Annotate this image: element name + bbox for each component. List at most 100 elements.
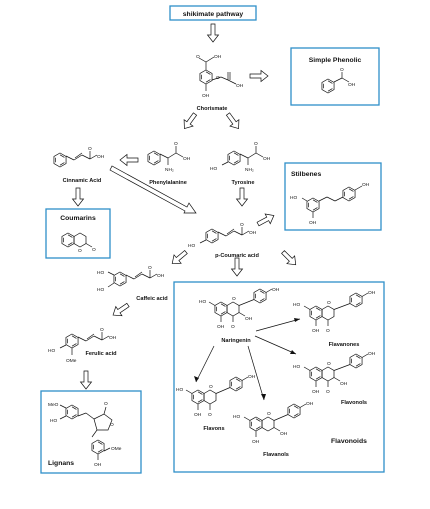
flavanols-atom-oh1: OH	[252, 439, 260, 445]
flavanols-label: Flavanols	[263, 452, 289, 458]
tyrosine-structure	[221, 146, 264, 166]
lignan-atom-ome: OMe	[111, 446, 122, 452]
caffeic-atom-oh: OH	[157, 273, 165, 279]
flavanols-atom-oh3: OH	[306, 401, 314, 407]
phenylalanine-label: Phenylalanine	[149, 180, 187, 186]
hollow-arrow-icon	[207, 23, 219, 43]
flavons-atom-oh1: OH	[194, 412, 202, 418]
long-hollow-arrow	[109, 165, 197, 214]
stilbenes-title: Stilbenes	[291, 171, 321, 178]
flavonols-atom-o1: O	[327, 361, 331, 367]
hollow-arrow-icon	[80, 370, 92, 390]
ferulic-atom-ho: HO	[48, 348, 55, 354]
caffeic-atom-o: O	[148, 265, 152, 271]
naringenin-atom-o1: O	[232, 296, 236, 302]
lignans-frame	[40, 390, 142, 474]
pca-atom-oh: OH	[249, 230, 257, 236]
flavanols-atom-ho: HO	[233, 414, 240, 420]
ferulic-acid-label: Ferulic acid	[85, 351, 117, 357]
pca-atom-ho: HO	[188, 243, 195, 249]
stilbene-atom-oh2: OH	[362, 182, 370, 188]
flavanones-atom-ho: HO	[293, 302, 300, 308]
coumarin-atom-o2: O	[92, 247, 96, 253]
phenylalanine-structure	[147, 146, 184, 166]
naringenin-atom-oh3: OH	[272, 287, 280, 293]
naringenin-thin-arrows	[194, 318, 301, 401]
phe-atom-oh: OH	[183, 156, 191, 162]
hollow-arrow-icon	[223, 110, 244, 133]
hollow-arrow-icon	[236, 187, 248, 207]
flavanols-structure	[243, 403, 307, 437]
phe-atom-o: O	[174, 141, 178, 147]
coumarins-frame	[45, 208, 111, 259]
coumarins-title: Coumarins	[60, 215, 96, 222]
simple-phenolic-frame	[290, 47, 380, 106]
lignan-atom-meo: MeO	[48, 402, 59, 408]
lignan-structure	[59, 404, 113, 460]
flavonols-atom-oh2: OH	[340, 381, 348, 387]
cinnamic-acid-label: Cinnamic Acid	[63, 178, 102, 184]
naringenin-atom-oh2: OH	[245, 316, 253, 322]
ferulic-atom-ome: OMe	[66, 358, 77, 364]
ferulic-atom-o: O	[100, 327, 104, 333]
naringenin-atom-ho: HO	[199, 299, 206, 305]
chorismate-atom-o2: O	[216, 75, 220, 81]
flavonoids-frame	[173, 281, 385, 473]
caffeic-atom-ho1: HO	[97, 270, 104, 276]
resveratrol-structure	[301, 185, 363, 218]
cinnamic-acid-structure	[53, 151, 98, 168]
hollow-arrow-icon	[168, 247, 190, 269]
flavons-label: Flavons	[203, 426, 224, 432]
p-coumaric-acid-structure	[199, 227, 250, 244]
lignan-atom-ho1: HO	[50, 418, 57, 424]
flavonols-structure	[303, 353, 369, 387]
pca-atom-o: O	[240, 222, 244, 228]
chorismate-atom-o: O	[196, 54, 200, 60]
coumarin-structure	[61, 232, 93, 248]
lignan-atom-o2: O	[110, 422, 114, 428]
flavanones-atom-o1: O	[327, 300, 331, 306]
benzoic-atom-o: O	[340, 67, 344, 73]
flavons-atom-ho: HO	[176, 387, 183, 393]
tyr-atom-oh: OH	[263, 156, 271, 162]
phe-atom-nh2: NH₂	[165, 167, 174, 173]
flavonoids-title: Flavonoids	[331, 438, 367, 445]
tyr-atom-ho: HO	[210, 166, 217, 172]
cinnamic-atom-oh: OH	[97, 154, 105, 160]
stilbenes-frame	[284, 162, 382, 231]
chorismate-atom-oh1: OH	[214, 54, 222, 60]
caffeic-acid-structure	[107, 270, 158, 288]
lignan-atom-o1: O	[104, 401, 108, 407]
flavons-atom-o1: O	[209, 384, 213, 390]
flavons-structure	[185, 376, 249, 410]
ferulic-acid-structure	[59, 332, 110, 355]
flavanones-atom-oh1: OH	[312, 328, 320, 334]
flavanones-label: Flavanones	[329, 342, 360, 348]
naringenin-atom-o2: O	[231, 324, 235, 330]
p-coumaric-acid-label: p-Coumaric acid	[215, 253, 259, 259]
naringenin-label: Naringenin	[221, 338, 251, 344]
chorismate-atom-oh3: OH	[202, 93, 210, 99]
caffeic-acid-label: Caffeic acid	[136, 296, 168, 302]
naringenin-structure	[208, 288, 273, 322]
tyrosine-label: Tyrosine	[232, 180, 255, 186]
cinnamic-atom-o: O	[88, 146, 92, 152]
flavonols-atom-oh3: OH	[368, 351, 376, 357]
hollow-arrow-icon	[72, 187, 84, 207]
hollow-arrow-icon	[119, 154, 139, 166]
flavons-atom-o2: O	[208, 412, 212, 418]
flavonols-label: Flavonols	[341, 400, 367, 406]
coumarin-atom-o1: O	[78, 248, 82, 254]
stilbene-atom-oh1: OH	[309, 220, 317, 226]
hollow-arrow-icon	[109, 300, 132, 320]
stilbene-atom-ho: HO	[290, 195, 297, 201]
chorismate-structure	[198, 56, 237, 91]
lignans-title: Lignans	[48, 460, 74, 467]
flavanones-atom-o2: O	[326, 328, 330, 334]
flavonols-atom-o2: O	[326, 389, 330, 395]
hollow-arrow-icon	[179, 110, 200, 133]
chorismate-label: Chorismate	[197, 106, 228, 112]
naringenin-atom-oh1: OH	[217, 324, 225, 330]
hollow-arrow-icon	[249, 70, 269, 82]
